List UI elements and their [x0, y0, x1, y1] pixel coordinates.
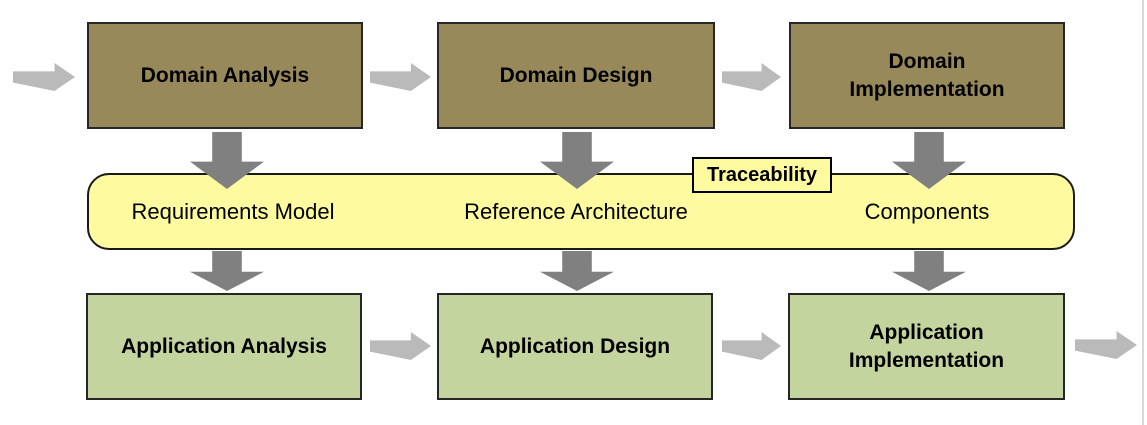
band-label-requirements-model: Requirements Model — [131, 198, 335, 224]
application-analysis-box: Application Analysis — [86, 293, 362, 400]
application-design-to-implementation-arrow-icon — [722, 332, 781, 360]
domain-design-to-implementation-arrow-icon — [722, 63, 781, 91]
band-label-reference-architecture: Reference Architecture — [464, 198, 688, 224]
application-implementation-box: Application Implementation — [788, 293, 1065, 400]
traceability-tag: Traceability — [692, 157, 832, 193]
reference-architecture-down-arrow-icon — [540, 251, 614, 291]
application-design-box: Application Design — [437, 293, 713, 400]
band-label-components: Components — [864, 198, 990, 224]
domain-implementation-box: Domain Implementation — [789, 22, 1065, 129]
domain-analysis-box: Domain Analysis — [87, 22, 363, 129]
domain-analysis-to-design-arrow-icon — [370, 63, 431, 91]
domain-design-box: Domain Design — [437, 22, 715, 129]
application-analysis-to-design-arrow-icon — [370, 332, 431, 360]
requirements-model-down-arrow-icon — [190, 251, 264, 291]
flow-in-arrow-icon — [13, 63, 75, 91]
page-edge-line — [1142, 0, 1144, 425]
components-down-arrow-icon — [892, 251, 966, 291]
flow-out-arrow-icon — [1075, 331, 1137, 359]
